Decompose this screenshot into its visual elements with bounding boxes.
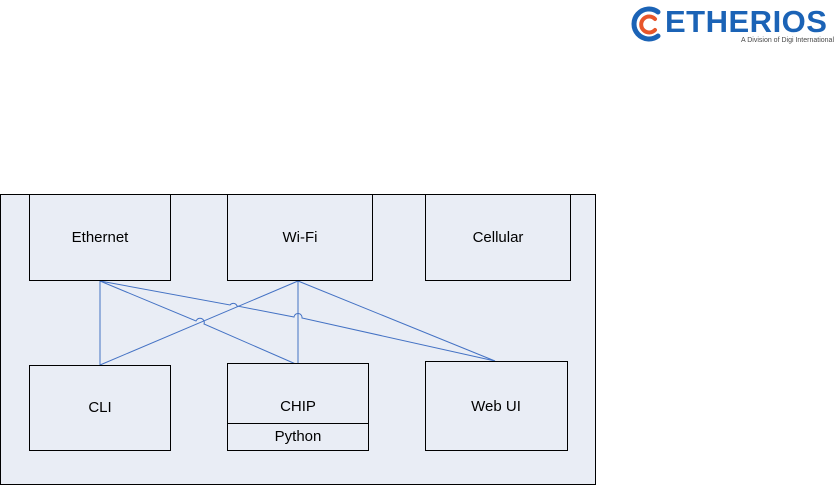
- box-ethernet-label: Ethernet: [72, 229, 130, 246]
- box-chip: CHIP Python: [228, 364, 369, 451]
- box-wifi: Wi-Fi: [228, 195, 373, 281]
- box-webui: Web UI: [426, 362, 568, 451]
- box-wifi-label: Wi-Fi: [283, 229, 318, 246]
- box-cellular-label: Cellular: [473, 229, 524, 246]
- box-ethernet: Ethernet: [30, 195, 171, 281]
- box-cellular: Cellular: [426, 195, 571, 281]
- box-cli: CLI: [30, 366, 171, 451]
- box-webui-label: Web UI: [471, 398, 521, 415]
- box-chip-label: CHIP: [280, 398, 316, 415]
- box-python-label: Python: [275, 428, 322, 445]
- box-cli-label: CLI: [88, 399, 111, 416]
